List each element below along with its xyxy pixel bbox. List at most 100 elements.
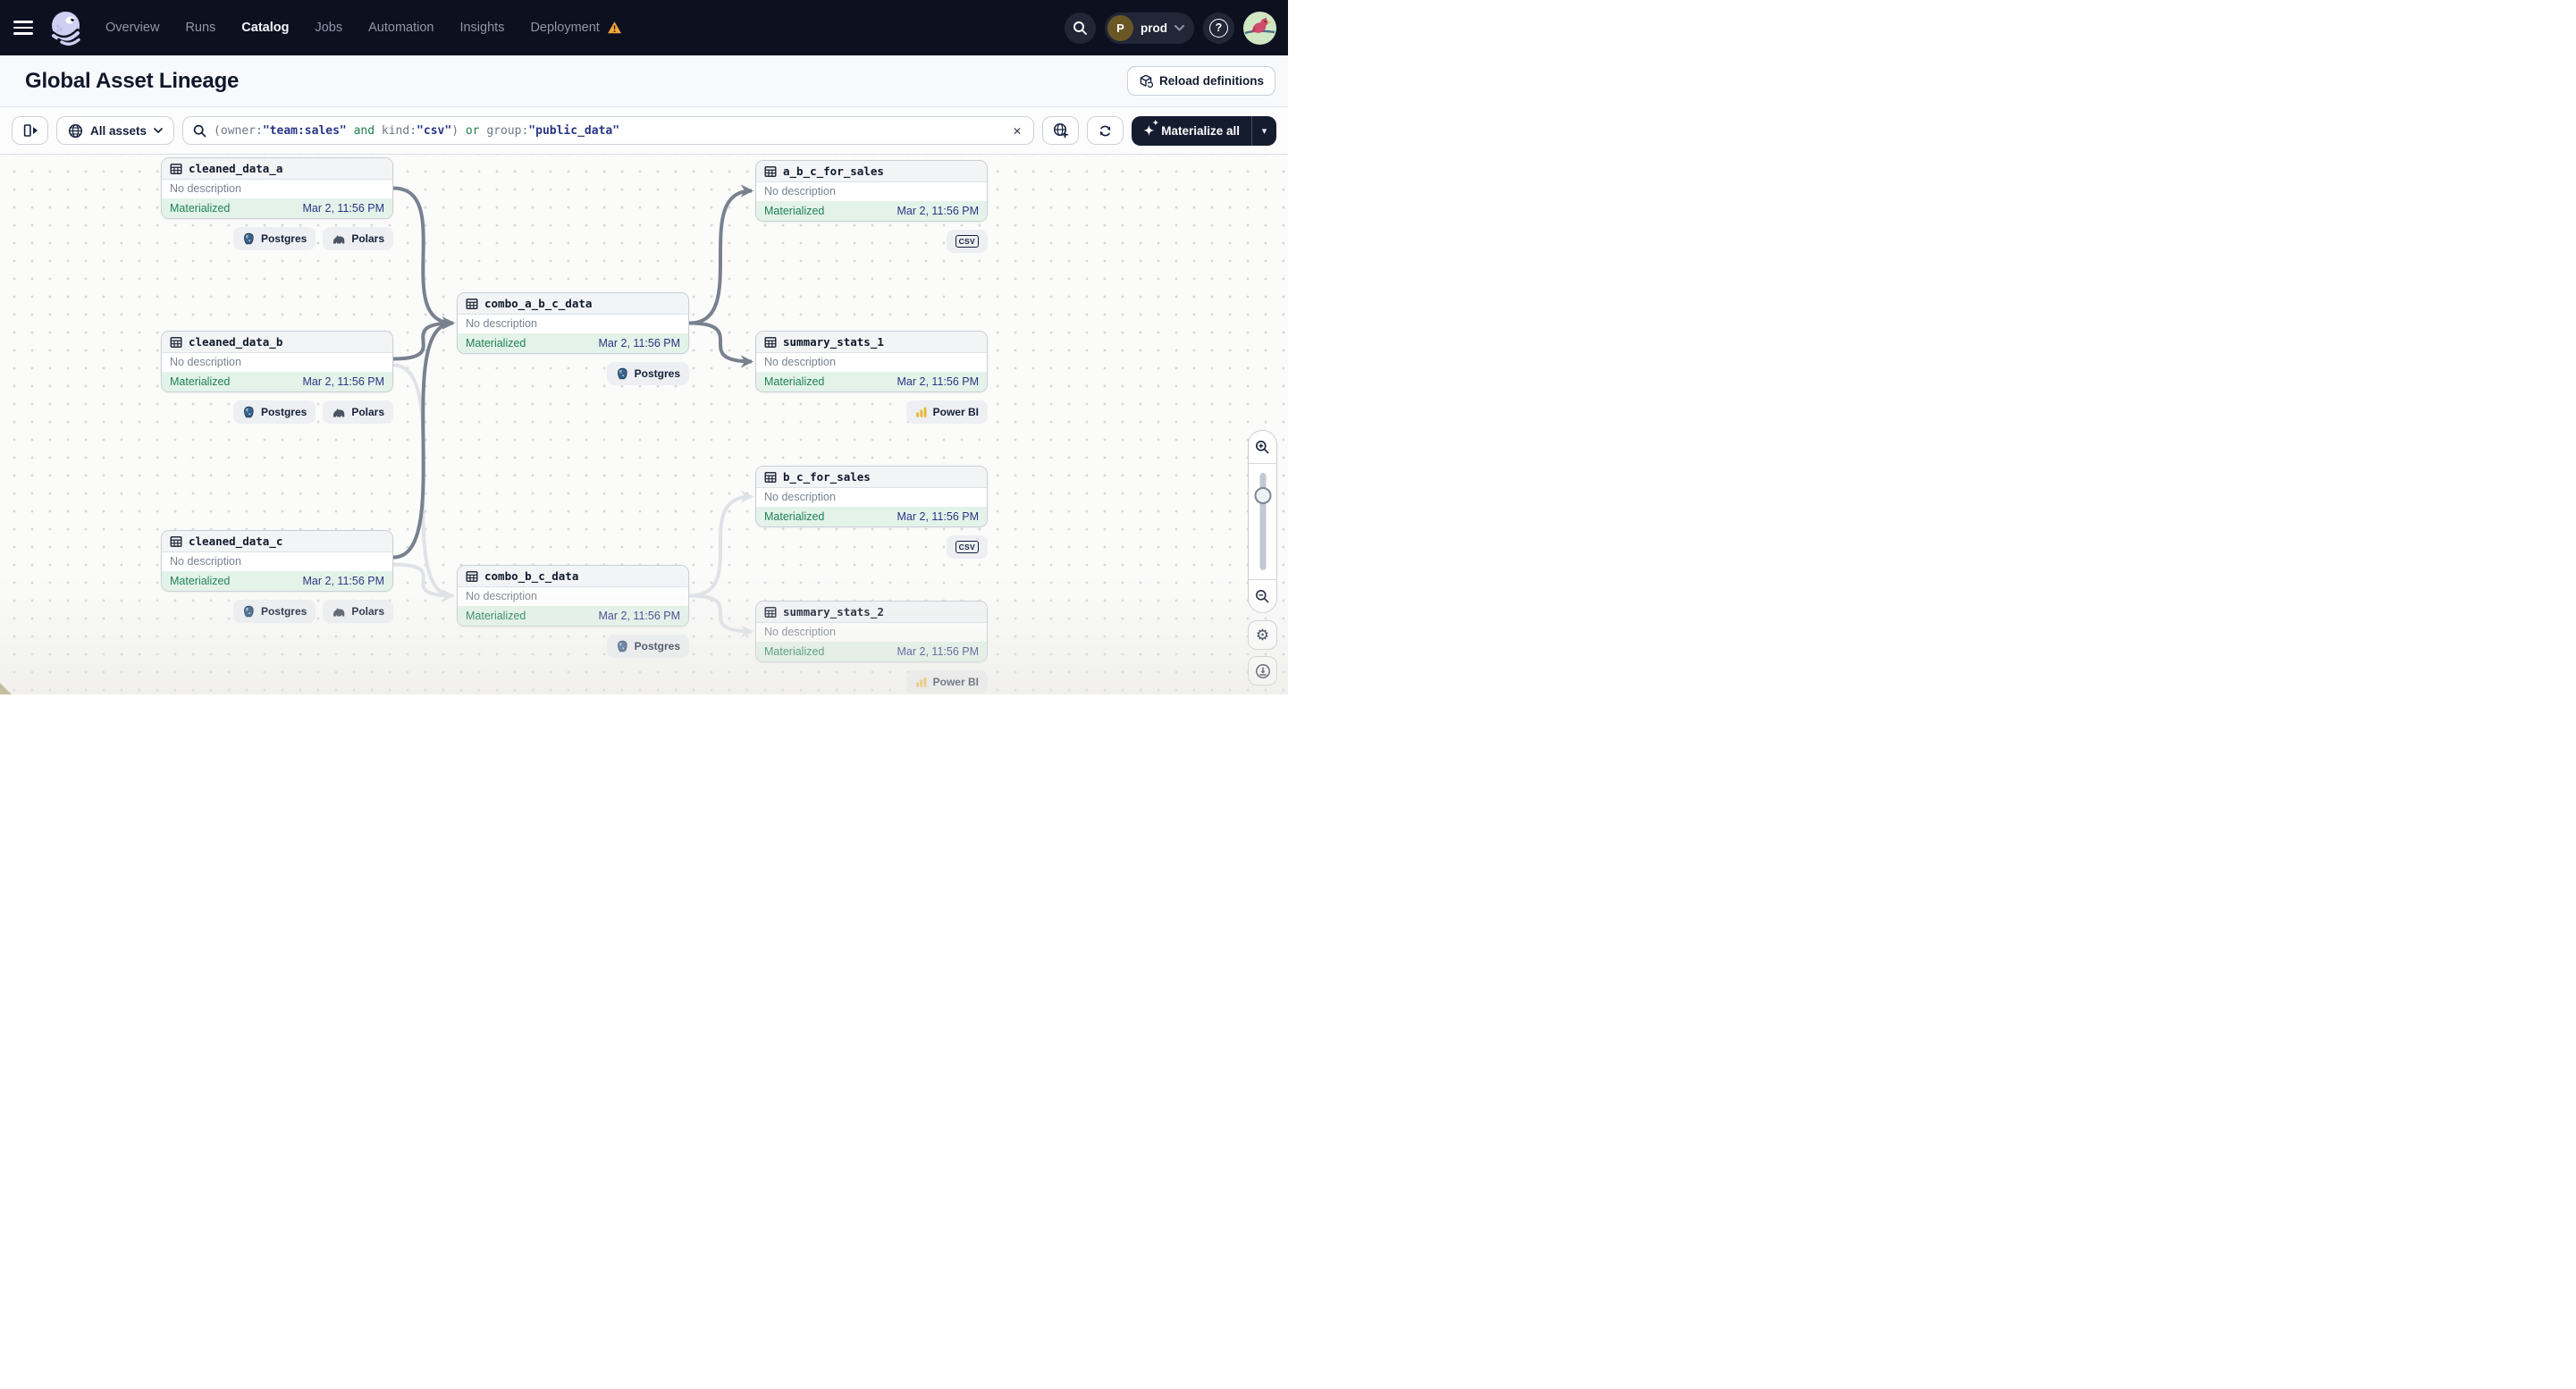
asset-node-combo_b_c_data[interactable]: combo_b_c_data No description Materializ… — [457, 565, 689, 627]
tag-csv[interactable]: CSV — [946, 230, 988, 253]
user-avatar[interactable] — [1243, 11, 1276, 45]
reload-definitions-button[interactable]: Reload definitions — [1126, 66, 1275, 96]
table-icon — [764, 606, 777, 618]
table-icon — [764, 471, 777, 483]
asset-description: No description — [170, 555, 241, 568]
tag-csv[interactable]: CSV — [946, 535, 988, 559]
nav-item-deployment[interactable]: Deployment — [530, 21, 621, 35]
asset-timestamp[interactable]: Mar 2, 11:56 PM — [598, 610, 680, 622]
asset-filter-input[interactable]: (owner:"team:sales" and kind:"csv") or g… — [182, 116, 1035, 145]
asset-timestamp[interactable]: Mar 2, 11:56 PM — [598, 337, 680, 349]
warning-icon — [607, 21, 621, 34]
environment-switcher[interactable]: P prod — [1105, 12, 1194, 44]
edge-cleaned_data_b-to-combo_a_b_c_data — [392, 316, 456, 361]
materialize-options-caret[interactable]: ▾ — [1261, 125, 1267, 137]
tag-power-bi[interactable]: Power BI — [905, 670, 988, 694]
asset-status-bar: Materialized Mar 2, 11:56 PM — [162, 571, 392, 591]
asset-name: cleaned_data_b — [189, 335, 283, 349]
lineage-canvas[interactable]: cleaned_data_a No description Materializ… — [0, 155, 1288, 694]
asset-status-bar: Materialized Mar 2, 11:56 PM — [756, 642, 987, 661]
asset-node-cleaned_data_c[interactable]: cleaned_data_c No description Materializ… — [161, 530, 393, 592]
environment-initial: P — [1107, 14, 1133, 41]
tag-polars[interactable]: Polars — [323, 400, 393, 424]
asset-status-bar: Materialized Mar 2, 11:56 PM — [756, 507, 987, 526]
nav-item-catalog[interactable]: Catalog — [241, 21, 289, 35]
tag-polars[interactable]: Polars — [323, 600, 393, 623]
asset-status: Materialized — [764, 645, 825, 658]
asset-node-combo_a_b_c_data[interactable]: combo_a_b_c_data No description Material… — [457, 292, 689, 354]
tag-power-bi[interactable]: Power BI — [905, 400, 988, 424]
asset-node-header: cleaned_data_b — [162, 332, 392, 353]
zoom-slider-track[interactable] — [1259, 473, 1266, 570]
menu-icon[interactable] — [13, 21, 33, 35]
search-icon — [1073, 21, 1087, 35]
refresh-button[interactable] — [1087, 116, 1124, 145]
tag-postgres[interactable]: Postgres — [606, 635, 689, 658]
asset-name: b_c_for_sales — [783, 470, 871, 484]
help-button[interactable]: ? — [1203, 12, 1234, 44]
asset-status-bar: Materialized Mar 2, 11:56 PM — [756, 201, 987, 221]
asset-timestamp[interactable]: Mar 2, 11:56 PM — [897, 510, 979, 523]
asset-node-cleaned_data_b[interactable]: cleaned_data_b No description Materializ… — [161, 331, 393, 392]
query-token-punct: ) — [451, 123, 459, 138]
query-token-key: group: — [486, 123, 529, 138]
nav-item-label: Jobs — [315, 21, 343, 35]
asset-tags-summary_stats_1: Power BI — [755, 400, 988, 424]
asset-timestamp[interactable]: Mar 2, 11:56 PM — [897, 375, 979, 388]
zoom-slider[interactable] — [1249, 463, 1276, 580]
lineage-edges — [392, 184, 754, 638]
asset-description: No description — [466, 317, 537, 330]
asset-node-summary_stats_1[interactable]: summary_stats_1 No description Materiali… — [755, 331, 988, 392]
clear-filter-button[interactable]: ✕ — [1013, 122, 1022, 139]
asset-status: Materialized — [170, 575, 231, 587]
globe-icon — [68, 123, 83, 138]
asset-timestamp[interactable]: Mar 2, 11:56 PM — [302, 375, 384, 388]
asset-timestamp[interactable]: Mar 2, 11:56 PM — [302, 202, 384, 215]
dagster-logo[interactable] — [46, 8, 86, 47]
zoom-out-button[interactable] — [1249, 580, 1276, 612]
zoom-slider-thumb[interactable] — [1254, 487, 1271, 504]
asset-timestamp[interactable]: Mar 2, 11:56 PM — [302, 575, 384, 587]
tag-postgres[interactable]: Postgres — [232, 600, 316, 623]
globe-add-icon — [1053, 122, 1069, 139]
nav-item-label: Insights — [459, 21, 505, 35]
nav-item-insights[interactable]: Insights — [459, 21, 504, 35]
tag-polars[interactable]: Polars — [323, 227, 393, 250]
asset-name: cleaned_data_a — [189, 162, 283, 175]
graph-settings-button[interactable]: ⚙ — [1248, 620, 1277, 650]
asset-timestamp[interactable]: Mar 2, 11:56 PM — [897, 645, 979, 658]
asset-status-bar: Materialized Mar 2, 11:56 PM — [162, 198, 392, 218]
asset-name: summary_stats_1 — [783, 335, 884, 349]
postgres-elephant-icon — [242, 605, 256, 619]
asset-tags-b_c_for_sales: CSV — [755, 535, 988, 559]
nav-item-automation[interactable]: Automation — [368, 21, 434, 35]
tag-label: Polars — [351, 605, 384, 618]
nav-item-runs[interactable]: Runs — [185, 21, 215, 35]
asset-node-a_b_c_for_sales[interactable]: a_b_c_for_sales No description Materiali… — [755, 160, 988, 222]
zoom-in-button[interactable] — [1249, 431, 1276, 463]
tag-postgres[interactable]: Postgres — [232, 227, 316, 250]
nav-item-label: Runs — [185, 21, 216, 35]
download-graph-button[interactable] — [1248, 656, 1277, 686]
nav-search-button[interactable] — [1065, 12, 1096, 44]
refresh-icon — [1100, 125, 1111, 136]
powerbi-icon — [915, 677, 928, 688]
asset-scope-dropdown[interactable]: All assets — [56, 116, 175, 145]
open-side-panel-button[interactable] — [12, 116, 48, 145]
asset-node-summary_stats_2[interactable]: summary_stats_2 No description Materiali… — [755, 601, 988, 662]
asset-node-cleaned_data_a[interactable]: cleaned_data_a No description Materializ… — [161, 157, 393, 219]
nav-item-overview[interactable]: Overview — [105, 21, 159, 35]
asset-node-b_c_for_sales[interactable]: b_c_for_sales No description Materialize… — [755, 466, 988, 527]
new-lineage-view-button[interactable] — [1042, 116, 1080, 145]
tag-postgres[interactable]: Postgres — [232, 400, 316, 424]
tag-postgres[interactable]: Postgres — [606, 362, 689, 385]
zoom-panel — [1248, 430, 1277, 613]
nav-item-jobs[interactable]: Jobs — [315, 21, 342, 35]
edge-combo_a_b_c_data-to-a_b_c_for_sales — [688, 184, 754, 325]
asset-description: No description — [170, 182, 241, 195]
asset-node-header: combo_b_c_data — [458, 566, 688, 587]
nav-item-label: Catalog — [241, 21, 290, 35]
asset-timestamp[interactable]: Mar 2, 11:56 PM — [897, 205, 979, 217]
edge-combo_b_c_data-to-summary_stats_2 — [688, 593, 754, 638]
materialize-all-button[interactable]: ✦✦ Materialize all — [1132, 116, 1251, 146]
